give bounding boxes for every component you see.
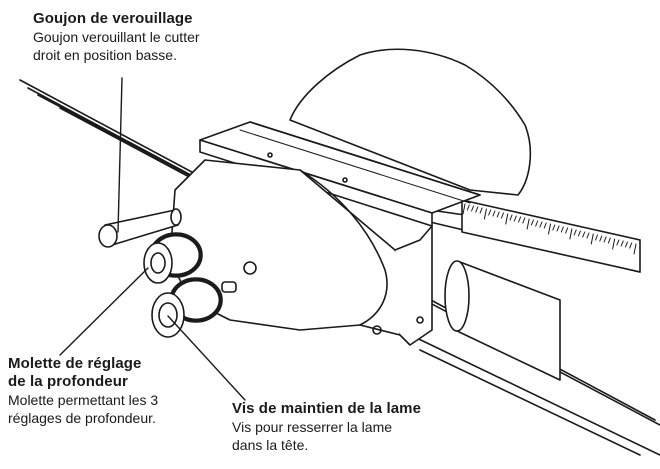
leader-blade-screw xyxy=(167,315,246,401)
ruler-tick xyxy=(509,214,513,221)
measurement-ruler xyxy=(461,199,641,273)
callout-desc-line: Vis pour resserrer la lame xyxy=(232,419,393,435)
ruler-tick xyxy=(595,234,599,241)
callout-locking-pin: Goujon de verouillage Goujon verouillant… xyxy=(33,10,273,64)
leader-lines xyxy=(59,77,246,401)
ruler-tick xyxy=(488,209,492,216)
ruler-tick xyxy=(513,215,517,222)
ruler-tick xyxy=(629,242,633,249)
ruler-tick xyxy=(530,219,534,226)
ruler-tick xyxy=(552,224,556,231)
callout-title: Vis de maintien de la lame xyxy=(232,400,422,417)
callout-desc-line: dans la tête. xyxy=(232,437,309,453)
ruler-tick xyxy=(500,212,504,219)
ruler-tick xyxy=(620,240,624,247)
blade-screw xyxy=(151,277,237,338)
depth-knob xyxy=(143,232,203,284)
callout-title: Molette de réglage xyxy=(8,355,142,372)
ruler-tick xyxy=(616,239,620,246)
ruler-tick xyxy=(569,228,573,240)
rail-cylinder xyxy=(444,260,561,381)
ruler-tick xyxy=(573,229,577,236)
callout-title: de la profondeur xyxy=(8,373,128,390)
ruler-tick xyxy=(612,238,616,250)
ruler-tick xyxy=(492,210,496,217)
ruler-tick xyxy=(518,216,522,223)
ruler-tick xyxy=(577,230,581,237)
ruler-tick xyxy=(462,203,466,215)
ruler-tick xyxy=(471,205,475,212)
ruler-tick xyxy=(539,221,543,228)
ruler-tick xyxy=(505,213,509,225)
ruler-tick xyxy=(565,227,569,234)
ruler-tick xyxy=(483,208,487,220)
ruler-tick xyxy=(603,236,607,243)
ruler-tick xyxy=(582,231,586,238)
callout-desc-line: réglages de profondeur. xyxy=(8,410,156,426)
callout-depth-knob: Molette de réglage de la profondeur Mole… xyxy=(8,355,208,427)
ruler-tick xyxy=(535,220,539,227)
ruler-tick xyxy=(556,225,560,232)
ruler-tick xyxy=(560,226,564,233)
ruler-tick xyxy=(607,237,611,244)
callout-title: Goujon de verouillage xyxy=(33,10,193,27)
paper-sheet xyxy=(289,48,532,196)
ruler-tick xyxy=(479,207,483,214)
ruler-tick xyxy=(624,241,628,248)
ruler-tick xyxy=(590,233,594,245)
callout-desc-line: Molette permettant les 3 xyxy=(8,392,159,408)
callout-desc-line: Goujon verouillant le cutter xyxy=(33,29,200,45)
ruler-tick xyxy=(496,211,500,218)
ruler-tick xyxy=(543,222,547,229)
ruler-tick xyxy=(466,204,470,211)
ruler-tick xyxy=(633,243,637,255)
ruler-tick xyxy=(475,206,479,213)
ruler-tick xyxy=(599,235,603,242)
leader-locking-pin xyxy=(117,77,123,233)
ruler-tick xyxy=(526,218,530,230)
ruler-tick xyxy=(586,232,590,239)
ruler-tick xyxy=(522,217,526,224)
ruler-tick xyxy=(548,223,551,235)
callout-desc-line: droit en position basse. xyxy=(33,47,177,63)
leader-depth-knob xyxy=(59,267,149,356)
locking-pin xyxy=(98,208,182,248)
callout-blade-screw: Vis de maintien de la lame Vis pour ress… xyxy=(232,400,452,454)
